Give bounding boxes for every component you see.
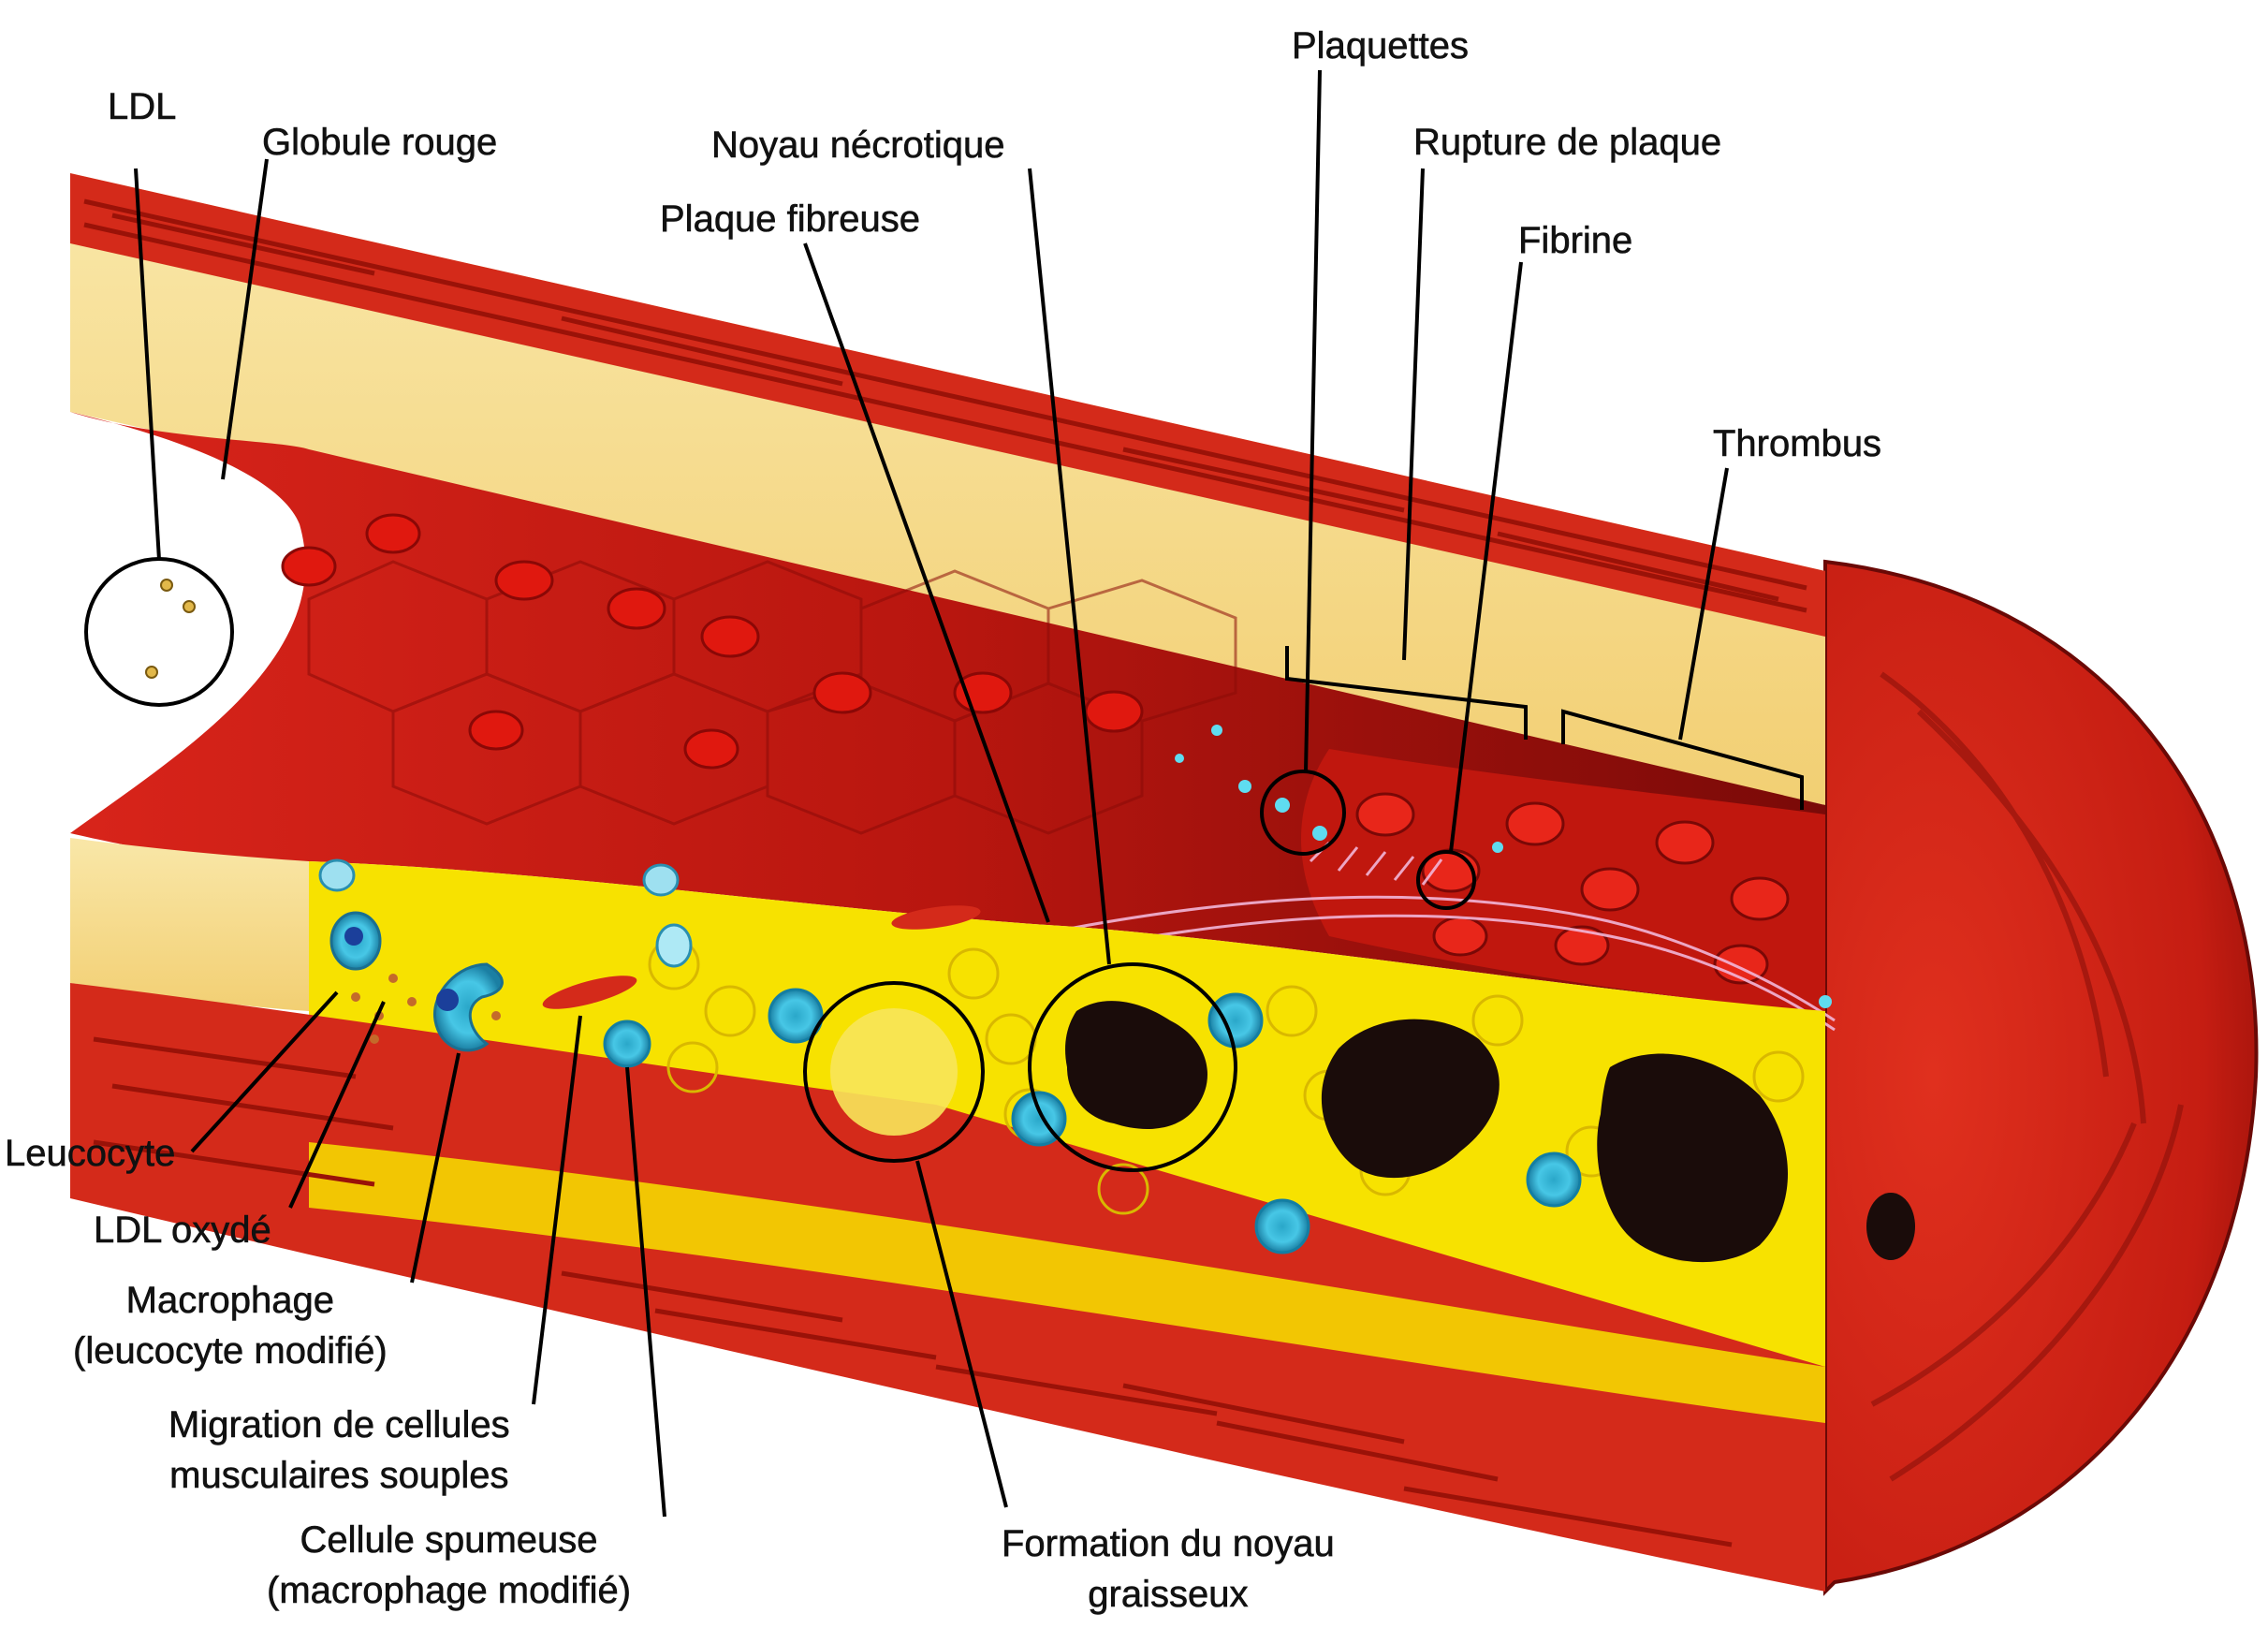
label-ldl: LDL	[108, 86, 177, 128]
label-rupture-plaque: Rupture de plaque	[1413, 122, 1722, 164]
top-wall-muscle-top	[70, 173, 1825, 637]
thrombus-cells	[1355, 792, 1790, 985]
muscle-cell-plaque	[891, 905, 981, 930]
plaque-lower-edge	[309, 1142, 1825, 1423]
plaque-yellow	[309, 861, 1825, 1367]
label-plaquettes: Plaquettes	[1292, 25, 1470, 67]
bottom-wall-cream	[70, 838, 309, 1011]
ldl-particles	[145, 579, 196, 679]
forming-fatty-core	[830, 1008, 958, 1136]
necrotic-core-cap	[1866, 1193, 1915, 1260]
leader-lines	[134, 69, 1729, 1518]
bracket-thrombus	[1561, 709, 1804, 810]
foam-cells	[603, 988, 1582, 1254]
label-fibrine: Fibrine	[1518, 220, 1633, 262]
leukocytes	[318, 858, 693, 971]
label-macrophage: Macrophage(leucocyte modifié)	[73, 1280, 388, 1372]
label-noyau-necrotique: Noyau nécrotique	[711, 125, 1005, 167]
bracket-rupture	[1285, 646, 1528, 740]
necrotic-core-3	[1597, 1053, 1788, 1263]
label-ldl-oxyde: LDL oxydé	[94, 1210, 271, 1252]
thrombus-mass	[1301, 749, 1825, 1011]
red-blood-cells	[281, 513, 1144, 770]
label-cellule-spumeuse: Cellule spumeuse(macrophage modifié)	[267, 1519, 632, 1612]
label-thrombus: Thrombus	[1713, 423, 1882, 465]
platelets	[1175, 725, 1832, 1008]
label-plaque-fibreuse: Plaque fibreuse	[660, 198, 921, 241]
migrating-muscle-cell	[542, 976, 637, 1009]
necrotic-core-2	[1321, 1019, 1500, 1179]
label-leucocyte: Leucocyte	[5, 1133, 176, 1175]
cap-fibers	[1870, 671, 2184, 1482]
label-globule-rouge: Globule rouge	[262, 122, 498, 164]
artery-end-cap	[1823, 559, 2259, 1596]
necrotic-core-1	[1065, 1001, 1207, 1129]
top-wall-muscle-stripes	[83, 198, 1807, 613]
bottom-muscle-stripes	[93, 1036, 1733, 1548]
